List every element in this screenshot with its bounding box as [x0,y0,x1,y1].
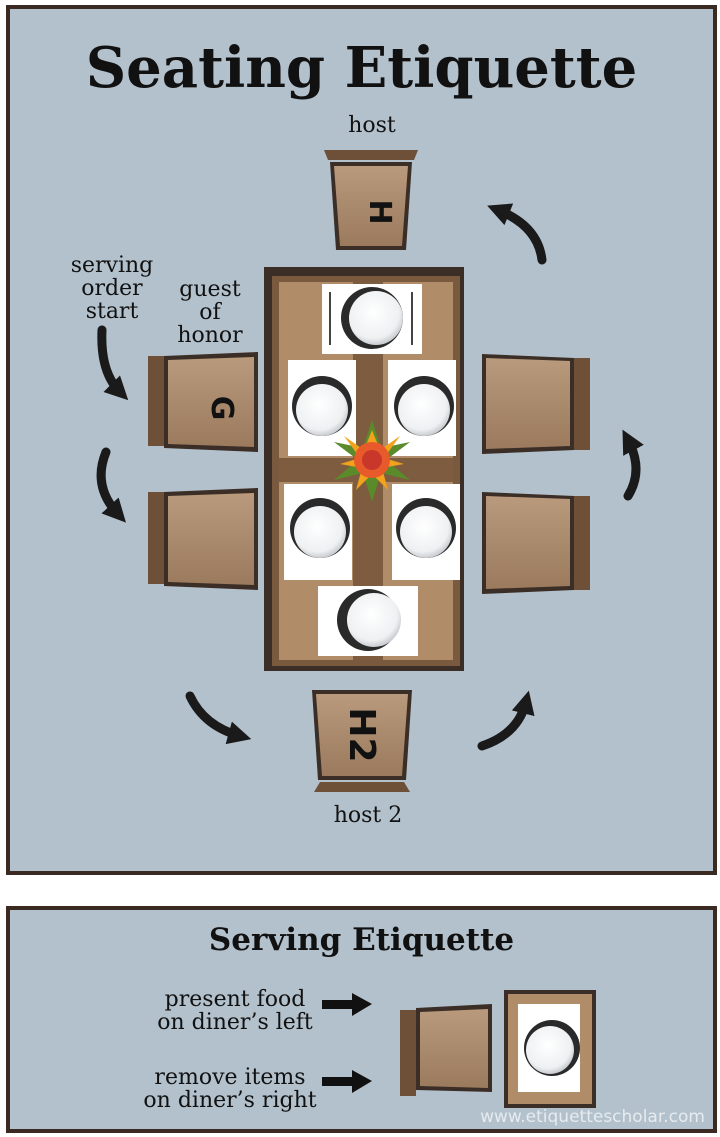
label-guest-of-honor: guest of honor [177,277,243,348]
chair-host [324,150,418,250]
watermark: www.etiquettescholar.com [480,1107,705,1127]
serving-order-arrows [96,203,644,751]
serving-arrows [322,993,372,1093]
place-setting-right-top [388,360,456,456]
place-setting-foot [318,586,418,656]
arrow-bottom-right [477,690,535,751]
chair-mark-guest: G [204,396,239,421]
chair-mark-host: H [362,199,397,224]
serving-example-place [504,990,596,1108]
arrow-bottom-left [185,691,252,745]
arrow-right [622,429,644,501]
serving-example-chair [400,1004,492,1096]
place-setting-left-top [288,360,356,456]
centerpiece [334,420,410,502]
chair-right-lower [482,492,590,594]
chair-guest [148,352,258,452]
arrow-left [96,447,126,523]
label-present-food: present food on diner’s left [157,987,313,1035]
chair-mark-host2: H2 [341,707,382,762]
place-setting-head [322,284,422,354]
label-host: host [348,113,396,138]
serving-title: Serving Etiquette [208,922,515,958]
arrow-start [97,325,129,401]
label-serving-order-start: serving order start [70,253,154,324]
chair-host2 [312,690,412,792]
page-title: Seating Etiquette [85,35,638,101]
chair-right-upper [482,354,590,454]
label-host2: host 2 [333,803,403,828]
serving-panel: Serving Etiquette www.etiquettescholar.c… [6,906,717,1133]
place-setting-right-bottom [392,484,460,580]
place-setting-left-bottom [284,484,352,580]
arrow-top [487,203,547,265]
chair-left-lower [148,488,258,590]
label-remove-items: remove items on diner’s right [143,1065,317,1113]
